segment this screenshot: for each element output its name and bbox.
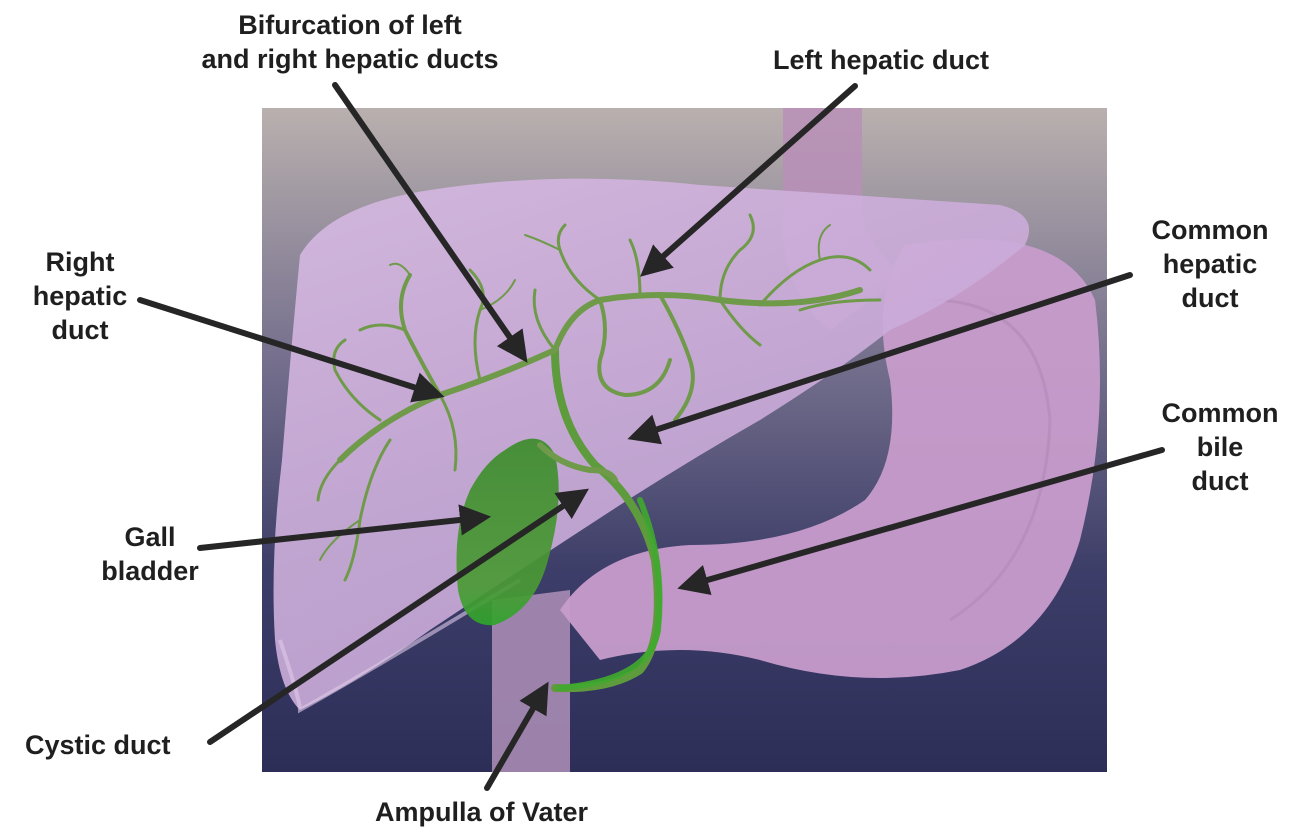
label-bifurcation-line1: Bifurcation of left	[160, 8, 540, 42]
label-common-bile-line1: Common	[1145, 396, 1295, 430]
label-left-hepatic-duct: Left hepatic duct	[773, 43, 989, 77]
label-gall-line2: bladder	[85, 554, 215, 588]
label-right-hepatic-line2: hepatic	[20, 279, 140, 313]
label-common-hepatic-line2: hepatic	[1135, 247, 1285, 281]
label-gall-line1: Gall	[85, 520, 215, 554]
label-right-hepatic-line3: duct	[20, 313, 140, 347]
label-common-hepatic-line3: duct	[1135, 281, 1285, 315]
label-bifurcation-line2: and right hepatic ducts	[160, 42, 540, 76]
label-common-bile-line3: duct	[1145, 464, 1295, 498]
label-common-bile-duct: Common bile duct	[1145, 396, 1295, 498]
label-ampulla-of-vater: Ampulla of Vater	[375, 795, 588, 829]
label-bifurcation: Bifurcation of left and right hepatic du…	[160, 8, 540, 76]
label-common-hepatic-line1: Common	[1135, 213, 1285, 247]
label-gall-bladder: Gall bladder	[85, 520, 215, 588]
label-right-hepatic-duct: Right hepatic duct	[20, 245, 140, 347]
label-common-hepatic-duct: Common hepatic duct	[1135, 213, 1285, 315]
label-common-bile-line2: bile	[1145, 430, 1295, 464]
label-cystic-duct: Cystic duct	[25, 728, 171, 762]
label-right-hepatic-line1: Right	[20, 245, 140, 279]
